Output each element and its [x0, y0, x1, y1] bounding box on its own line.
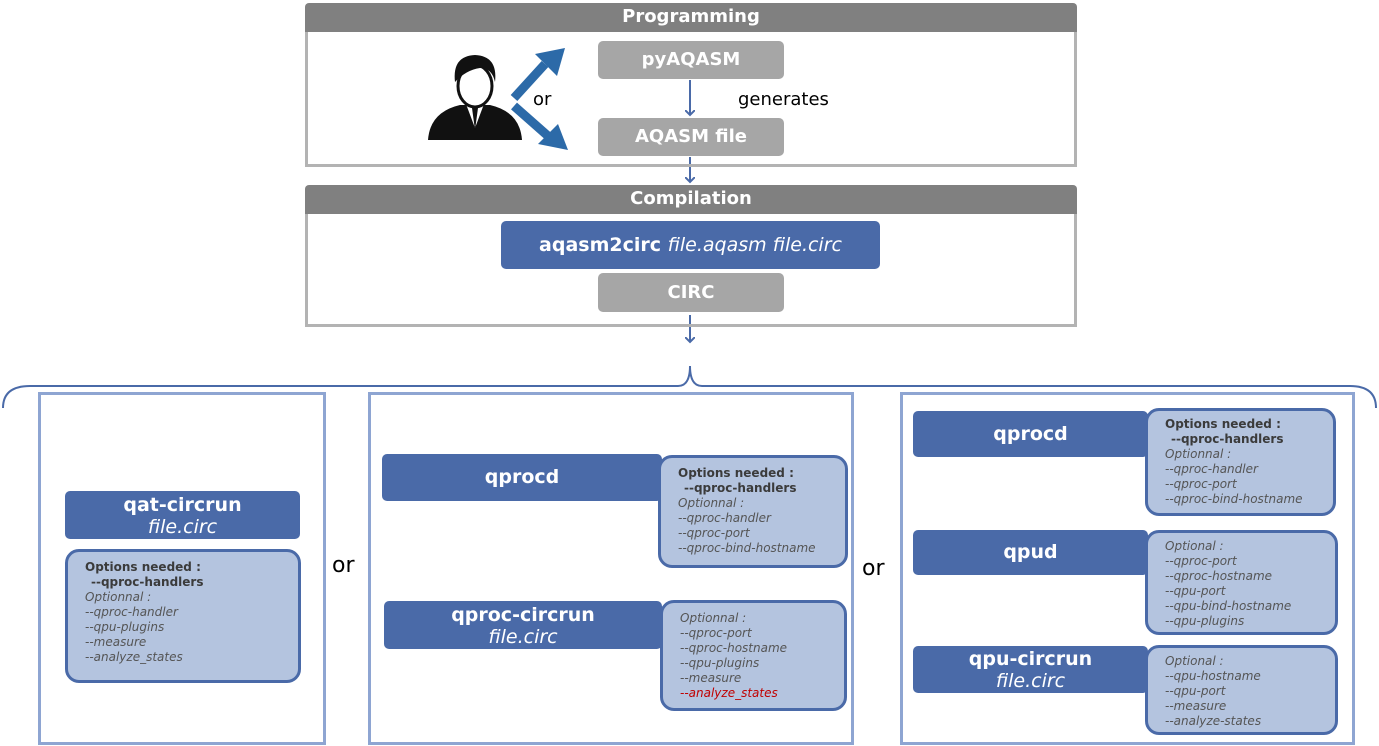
qpu-circrun-box: qpu-circrun file.circ: [913, 646, 1148, 693]
compilation-header: Compilation: [305, 185, 1077, 214]
qat-circrun-options: Options needed : --qproc-handlers Option…: [65, 549, 301, 683]
qat-circrun-command: qat-circrun: [123, 494, 242, 516]
programming-header: Programming: [305, 3, 1077, 32]
qprocd-box-option3: qprocd: [913, 411, 1148, 457]
qat-circrun-box: qat-circrun file.circ: [65, 491, 300, 539]
optional-title: Optionnal :: [85, 590, 152, 604]
aqasm2circ-command: aqasm2circ: [539, 234, 661, 256]
qprocd-options-option3: Options needed : --qproc-handlers Option…: [1145, 408, 1336, 516]
aqasm2circ-box: aqasm2circ file.aqasm file.circ: [501, 221, 880, 269]
optional-item: --qpu-plugins: [680, 656, 760, 670]
optional-item: --measure: [1165, 699, 1227, 713]
arrow-up-right-icon: [510, 48, 565, 102]
optional-item: --measure: [85, 635, 147, 649]
qpud-box: qpud: [913, 530, 1148, 575]
optional-item: --measure: [680, 671, 742, 685]
qproc-circrun-options: Optionnal : --qproc-port --qproc-hostnam…: [660, 600, 847, 711]
optional-title: Optionnal :: [678, 496, 745, 510]
options-brace: [2, 365, 1377, 409]
or-label-programming: or: [533, 89, 552, 110]
qproc-circrun-file: file.circ: [488, 626, 558, 648]
programming-frame: [305, 32, 1077, 167]
optional-item: --qpu-plugins: [1165, 614, 1245, 628]
qpu-circrun-options: Optional : --qpu-hostname --qpu-port --m…: [1145, 645, 1338, 735]
optional-title: Optional :: [1165, 654, 1224, 668]
optional-item: --qproc-hostname: [680, 641, 788, 655]
optional-item: --qpu-bind-hostname: [1165, 599, 1292, 613]
qpu-circrun-file: file.circ: [995, 670, 1066, 692]
optional-item: --qproc-hostname: [1165, 569, 1273, 583]
aqasm-file-box: AQASM file: [598, 118, 784, 156]
pyaqasm-box: pyAQASM: [598, 41, 784, 79]
optional-item: --qpu-plugins: [85, 620, 165, 634]
optional-item: --qproc-handler: [85, 605, 178, 619]
optional-item: --qproc-bind-hostname: [1165, 492, 1303, 506]
qpu-circrun-command: qpu-circrun: [968, 648, 1093, 670]
compilation-frame: [305, 214, 1077, 327]
options-needed-title: Options needed :: [85, 560, 201, 574]
optional-title: Optional :: [1165, 539, 1224, 553]
qpud-options: Optional : --qproc-port --qproc-hostname…: [1145, 530, 1338, 635]
options-needed-title: Options needed :: [1165, 417, 1281, 431]
generates-label: generates: [738, 89, 829, 110]
options-needed-title: Options needed :: [678, 466, 794, 480]
circ-box: CIRC: [598, 273, 784, 312]
optional-item: --qproc-port: [680, 626, 752, 640]
qprocd-box-option2: qprocd: [382, 454, 662, 501]
optional-item: --analyze_states: [85, 650, 183, 664]
optional-item: --analyze-states: [1165, 714, 1262, 728]
options-needed-value: --qproc-handlers: [684, 481, 797, 495]
arrow-down-right-icon: [511, 102, 568, 150]
qproc-circrun-command: qproc-circrun: [451, 604, 595, 626]
user-icon: [428, 55, 522, 140]
optional-item: --qproc-port: [1165, 554, 1237, 568]
optional-item: --qproc-port: [678, 526, 750, 540]
qprocd-options-option2: Options needed : --qproc-handlers Option…: [658, 455, 848, 568]
aqasm2circ-args: file.aqasm file.circ: [667, 234, 842, 256]
optional-title: Optionnal :: [1165, 447, 1232, 461]
qat-circrun-file: file.circ: [147, 516, 218, 538]
qproc-circrun-box: qproc-circrun file.circ: [384, 601, 662, 649]
optional-item: --qproc-bind-hostname: [678, 541, 816, 555]
options-needed-value: --qproc-handlers: [91, 575, 204, 589]
optional-item: --qpu-port: [1165, 684, 1226, 698]
optional-title: Optionnal :: [680, 611, 747, 625]
or-label-1: or: [332, 553, 355, 578]
optional-item: --qproc-handler: [678, 511, 771, 525]
optional-item: --qproc-port: [1165, 477, 1237, 491]
optional-item-highlighted: --analyze_states: [680, 686, 778, 700]
optional-item: --qproc-handler: [1165, 462, 1258, 476]
optional-item: --qpu-hostname: [1165, 669, 1261, 683]
options-needed-value: --qproc-handlers: [1171, 432, 1284, 446]
optional-item: --qpu-port: [1165, 584, 1226, 598]
or-label-2: or: [862, 556, 885, 581]
